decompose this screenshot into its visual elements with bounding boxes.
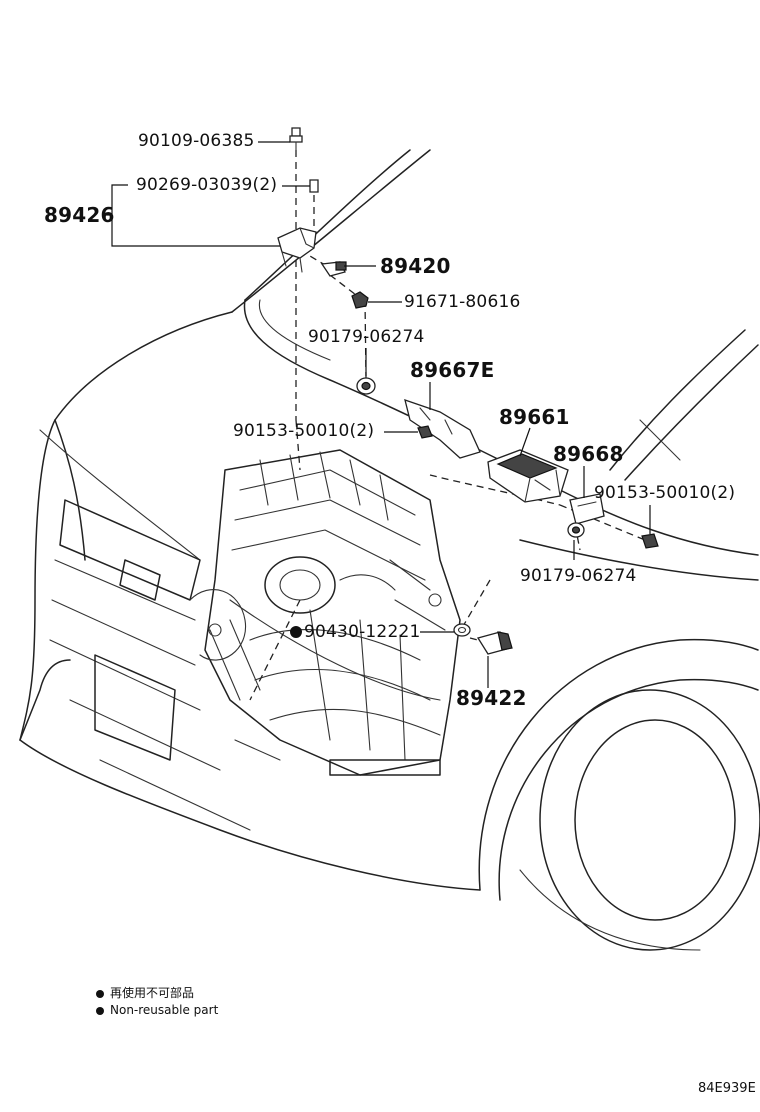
part-label-91671-80616: 91671-80616 xyxy=(404,292,521,312)
leader-lines xyxy=(104,141,651,688)
car-body-outline xyxy=(19,311,759,891)
part-bracket-89667E xyxy=(404,398,481,459)
hood-outline xyxy=(231,149,759,491)
legend-en: Non-reusable part xyxy=(96,1004,218,1016)
front-wheel xyxy=(478,638,760,951)
non-reusable-marker xyxy=(290,626,302,638)
legend-dot-icon xyxy=(96,1006,104,1015)
part-label-89661: 89661 xyxy=(499,405,570,429)
part-grommet-upper xyxy=(356,377,376,395)
part-bolt-top xyxy=(289,127,303,153)
part-label-90430-12221: 90430-12221 xyxy=(290,624,421,641)
part-label-90153-50010-right: 90153-50010(2) xyxy=(594,483,736,503)
part-label-89667E: 89667E xyxy=(410,358,495,382)
part-label-89426: 89426 xyxy=(44,203,115,227)
part-sensor-89422 xyxy=(476,631,513,655)
part-label-90153-50010-left: 90153-50010(2) xyxy=(233,421,375,441)
part-grommet-lower xyxy=(567,522,585,538)
part-label-90109-06385: 90109-06385 xyxy=(138,131,255,151)
part-bolt-90153-left xyxy=(417,425,433,439)
part-label-90269-03039: 90269-03039(2) xyxy=(136,175,278,195)
part-label-89420: 89420 xyxy=(380,254,451,278)
part-label-89422: 89422 xyxy=(456,686,527,710)
legend-dot-icon xyxy=(96,989,104,998)
part-bracket-89668 xyxy=(569,493,605,525)
part-label-90179-06274-upper: 90179-06274 xyxy=(308,327,425,347)
part-label-90179-06274-lower: 90179-06274 xyxy=(520,566,637,586)
part-ecu-89661 xyxy=(487,449,569,503)
part-gasket-90430 xyxy=(453,623,471,637)
part-bracket-89426 xyxy=(277,227,317,273)
part-sensor-89420 xyxy=(320,261,347,277)
part-bolt-90153-right xyxy=(641,533,659,549)
engine-assembly xyxy=(189,449,461,776)
part-nut-91671 xyxy=(351,291,369,309)
figure-code: 84E939E xyxy=(698,1081,756,1096)
legend-jp: 再使用不可部品 xyxy=(96,987,194,999)
part-label-89668: 89668 xyxy=(553,442,624,466)
part-small-bolt xyxy=(309,179,319,193)
